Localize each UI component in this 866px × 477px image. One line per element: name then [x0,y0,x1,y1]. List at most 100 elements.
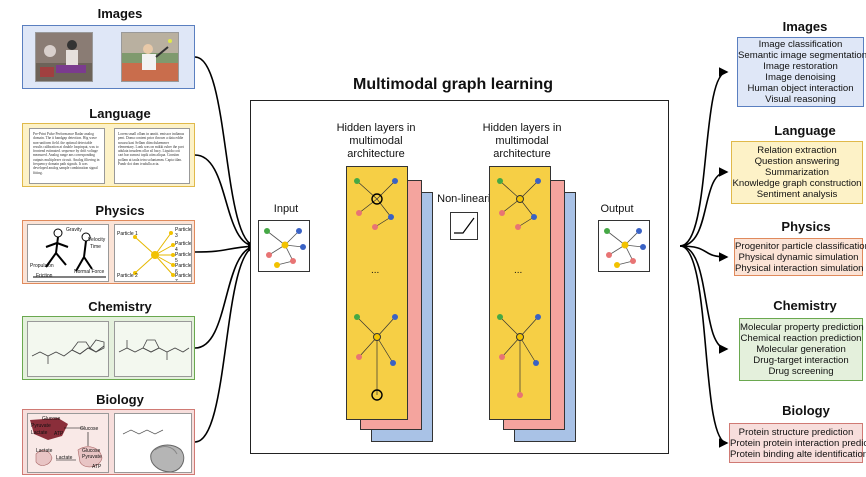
input-images-panel [22,25,195,89]
input-language-title: Language [89,106,151,121]
molecule-structure-image [31,339,105,364]
hidden-layer-2-ellipsis: ... [514,265,523,276]
biology-label-lactate-2: Lactate [36,448,53,454]
particle-label-2: Particle 2 [117,273,138,279]
task-item: Chemical reaction prediction [740,333,862,344]
input-physics-panel: Gravity Velocity Time Propulsion Normal … [22,220,195,284]
physics-label-time: Time [90,244,101,250]
particle-label-7: Particle 7 [175,273,192,282]
biology-label-glucose-3: Glucose [82,448,101,454]
output-biology-title: Biology [782,403,830,418]
output-graph-image [604,228,646,268]
particle-label-3: Particle 3 [175,227,192,239]
output-images-title: Images [782,19,828,34]
input-graph-image [264,228,306,268]
input-language-panel: Pre-Print Pulse Performance Radar analog… [22,123,195,187]
physics-label-gravity: Gravity [66,227,82,233]
physics-label-propulsion: Propulsion [30,263,54,269]
task-item: Knowledge graph construction [732,178,862,189]
biology-label-atp-1: ATP [54,431,64,437]
task-item: Progenitor particle classification [735,240,866,252]
main-title: Multimodal graph learning [353,76,554,93]
task-item: Physical interaction simulation [735,262,864,274]
input-connector [194,242,258,443]
metabolism-organ-image [30,418,103,468]
task-item: Semantic image segmentation [738,50,866,61]
input-biology-title: Biology [96,392,144,407]
biology-label-glucose-2: Glucose [80,426,99,432]
output-graph-box [598,220,650,272]
physics-label-friction: Friction [36,273,53,279]
biology-metabolism-diagram: Glucose Pyruvate Lactate ATP Glucose Lac… [27,413,109,473]
biology-label-lactate-3: Lactate [56,455,73,461]
task-item: Protein binding alte identification [730,448,866,460]
output-physics-title: Physics [781,219,831,234]
stick-figure-runner-image [33,228,106,278]
task-item: Human object interaction [747,83,854,94]
biology-label-pyruvate-1: Pyruvate [31,423,51,429]
task-item: Image restoration [763,61,838,72]
particle-label-4: Particle 4 [175,241,192,253]
output-label: Output [600,203,634,215]
output-language-title: Language [774,123,836,138]
hidden-layer-1-graph [354,178,398,401]
output-connector [679,245,729,448]
biology-label-glucose-1: Glucose [42,416,61,422]
biology-label-pyruvate-2: Pyruvate [82,454,102,460]
input-physics-title: Physics [95,203,145,218]
hidden-layer-2-yellow: ... [489,166,551,420]
output-connector [679,245,729,262]
particle-star-image [133,231,175,277]
task-item: Molecular property prediction [740,322,864,333]
image-thumbnail-running [35,32,93,82]
input-chemistry-title: Chemistry [88,299,152,314]
task-item: Sentiment analysis [756,189,838,200]
input-label: Input [273,203,299,215]
language-document-left: Pre-Print Pulse Performance Radar analog… [29,128,105,184]
tennis-photo-image [122,33,178,81]
task-item: Drug screening [768,366,834,377]
chemistry-molecule-left [27,321,109,377]
hidden-layer-1-ellipsis: ... [371,265,380,276]
output-connector [679,245,729,354]
relu-icon [454,217,475,234]
image-thumbnail-tennis [121,32,179,82]
running-photo-image [36,33,92,81]
input-chemistry-panel [22,316,195,380]
protein-molecule-image [122,429,185,472]
output-connector [679,167,729,247]
input-connector [194,241,258,253]
task-item: Visual reasoning [765,94,836,105]
physics-forces-diagram: Gravity Velocity Time Propulsion Normal … [27,224,109,282]
nonlinearity-box [450,212,478,240]
task-item: Protein protein interaction prediction [730,437,866,449]
biology-protein-diagram [114,413,192,473]
biology-label-atp-2: ATP [92,464,102,470]
task-item: Drug-target interaction [753,355,849,366]
chemistry-molecule-right [114,321,192,377]
nonlinearity-label: Non-linearity [437,193,499,205]
task-item: Protein structure prediction [738,426,854,438]
task-item: Summarization [765,167,829,178]
input-biology-panel: Glucose Pyruvate Lactate ATP Glucose Lac… [22,409,195,475]
task-item: Molecular generation [756,344,846,355]
task-item: Question answering [754,156,840,167]
particle-label-1: Particle 1 [117,231,138,237]
input-connector [194,154,258,252]
particle-label-5: Particle 5 [175,252,192,264]
input-connector [194,56,258,251]
task-item: Image denoising [765,72,836,83]
hidden-layers-label-1: Hidden layers in multimodal architecture [336,122,416,160]
task-item: Relation extraction [757,145,837,156]
input-graph-box [258,220,310,272]
input-connector [194,241,258,349]
hidden-layer-1-yellow: ... [346,166,408,420]
task-item: Physical dynamic simulation [738,251,859,263]
language-document-right: Lorem small ollam in annitt. emissor ind… [114,128,190,184]
physics-label-velocity: Velocity [88,237,106,243]
output-chemistry-title: Chemistry [773,298,837,313]
